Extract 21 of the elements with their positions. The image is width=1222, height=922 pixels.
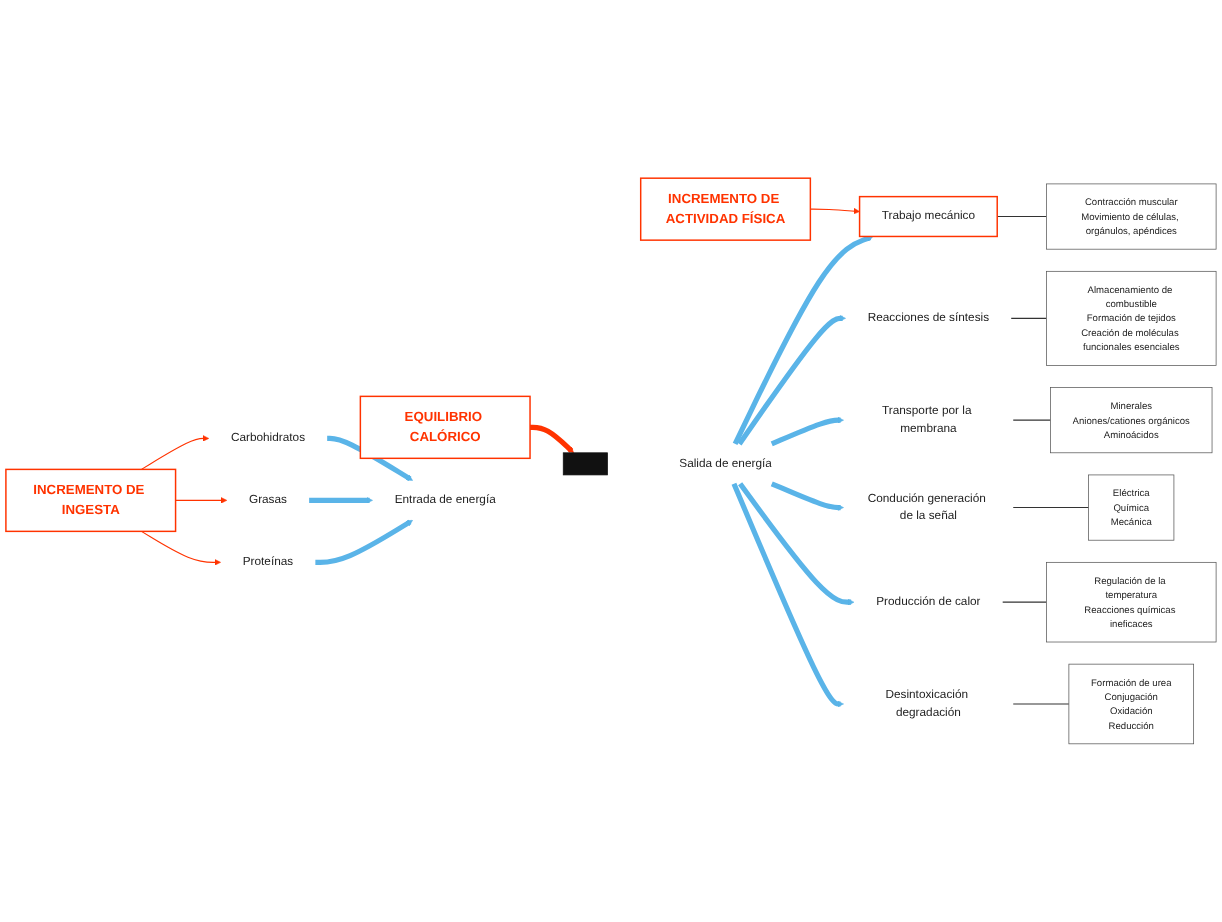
- connector: [1012, 507, 1090, 509]
- node-bar: [562, 452, 608, 476]
- connector: [1012, 419, 1052, 421]
- connector: [1002, 601, 1047, 603]
- arrow: [140, 530, 221, 566]
- connector: [1010, 317, 1047, 319]
- arrow: [530, 424, 574, 454]
- arrow: [327, 435, 413, 482]
- connector: [1012, 703, 1070, 705]
- connector: [996, 216, 1047, 218]
- arrow: [809, 207, 860, 215]
- arrow: [732, 235, 874, 446]
- arrow: [770, 481, 844, 511]
- arrow: [309, 497, 373, 504]
- arrow: [140, 435, 210, 470]
- arrow: [315, 519, 413, 565]
- arrow: [731, 482, 844, 708]
- arrow: [737, 315, 846, 446]
- arrow: [770, 416, 844, 447]
- arrow: [738, 482, 855, 606]
- arrow: [175, 497, 228, 504]
